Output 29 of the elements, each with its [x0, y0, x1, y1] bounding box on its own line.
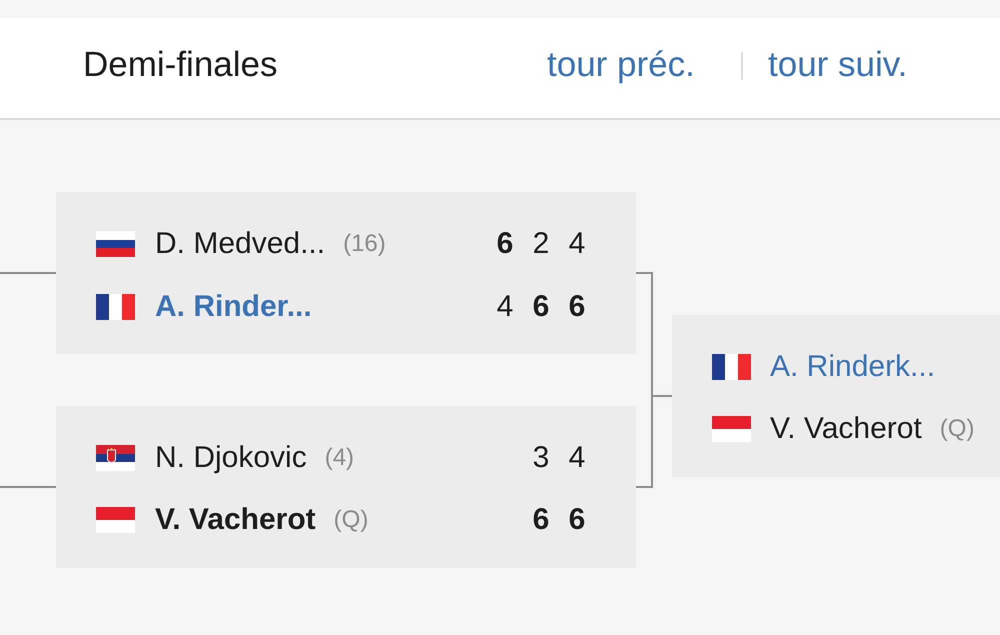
set-score: 4 — [496, 289, 514, 325]
set-score: 6 — [568, 289, 586, 325]
set-score: 6 — [532, 502, 550, 538]
match-card — [56, 192, 636, 354]
set-score: 2 — [532, 226, 550, 262]
match-card — [56, 406, 636, 568]
seed-number: (Q) — [334, 505, 368, 535]
set-score: 3 — [532, 440, 550, 476]
nav-link: tour suiv. — [768, 44, 908, 86]
set-score: 4 — [568, 226, 586, 262]
seed-number: (16) — [343, 229, 386, 259]
set-score: 4 — [568, 440, 586, 476]
player-name: A. Rinderk... — [770, 349, 936, 385]
seed-number: (4) — [324, 443, 354, 473]
bracket-line — [0, 486, 56, 488]
round-title: Demi-finales — [83, 44, 278, 86]
player-name: D. Medved... — [155, 226, 326, 262]
seed-number: (Q) — [940, 414, 974, 444]
set-score: 6 — [532, 289, 550, 325]
player-name: A. Rinder... — [155, 289, 312, 325]
player-name: N. Djokovic — [155, 440, 307, 476]
player-name: V. Vacherot — [770, 411, 922, 447]
bracket-line — [0, 272, 56, 274]
nav-link: tour préc. — [547, 44, 695, 86]
match-card — [672, 315, 1000, 477]
bracket-line — [636, 395, 672, 488]
set-score: 6 — [496, 226, 514, 262]
player-name: V. Vacherot — [155, 502, 316, 538]
set-score: 6 — [568, 502, 586, 538]
